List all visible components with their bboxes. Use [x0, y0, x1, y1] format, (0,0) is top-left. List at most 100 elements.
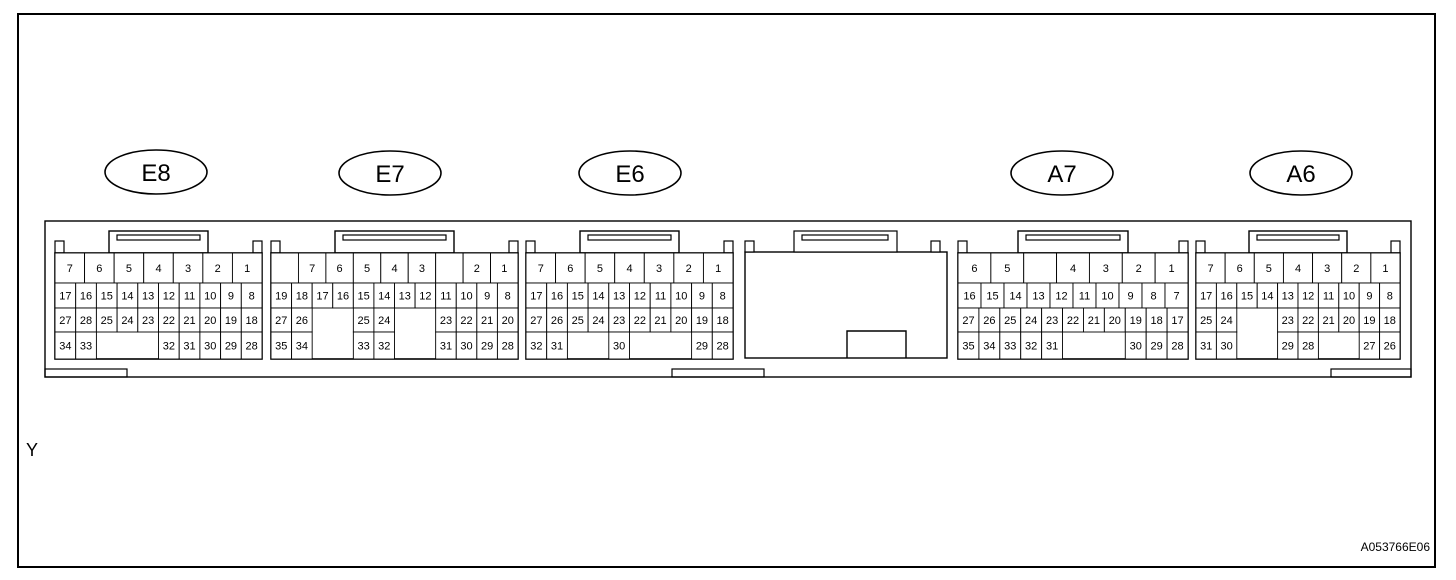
corner-tab-left: [525, 240, 536, 254]
pin-number: 1: [244, 263, 250, 275]
pin-number: 30: [613, 341, 625, 353]
pin-number: 10: [204, 291, 216, 303]
pin-number: 30: [204, 341, 216, 353]
empty-cavity: [435, 252, 464, 284]
pin-number: 15: [572, 291, 584, 303]
label-oval: [338, 150, 442, 196]
pin-number: 22: [1302, 315, 1314, 327]
pin-cell: [643, 252, 675, 284]
pin-number: 19: [1363, 315, 1375, 327]
pin-number: 1: [715, 263, 721, 275]
pin-cell: [373, 331, 395, 360]
pin-number: 8: [1387, 291, 1393, 303]
pin-number: 25: [358, 315, 370, 327]
corner-tab-right: [723, 240, 734, 254]
pin-number: 23: [1046, 315, 1058, 327]
pin-cell: [231, 252, 263, 284]
pin-number: 8: [249, 291, 255, 303]
pin-number: 7: [67, 263, 73, 275]
pin-number: 12: [419, 291, 431, 303]
pin-number: 22: [163, 315, 175, 327]
pin-number: 1: [1169, 263, 1175, 275]
empty-cavity: [270, 252, 299, 284]
connector-label-a7: A7: [1010, 150, 1114, 196]
corner-tab-left: [270, 240, 281, 254]
pin-number: 18: [246, 315, 258, 327]
latch: [579, 230, 680, 254]
label-oval: [104, 149, 208, 195]
pin-number: 26: [1384, 341, 1396, 353]
pin-cell: [1379, 331, 1401, 360]
pin-cell: [240, 331, 263, 360]
pin-number: 27: [59, 315, 71, 327]
pin-number: 15: [1241, 291, 1253, 303]
pin-number: 4: [155, 263, 161, 275]
pin-number: 29: [225, 341, 237, 353]
pin-cell: [608, 331, 630, 360]
pin-number: 31: [183, 341, 195, 353]
pin-number: 3: [419, 263, 425, 275]
pin-number: 6: [567, 263, 573, 275]
pin-number: 24: [592, 315, 604, 327]
pin-cell: [1312, 252, 1343, 284]
pin-number: 4: [1295, 263, 1301, 275]
pin-number: 7: [1173, 291, 1179, 303]
pin-number: 21: [1322, 315, 1334, 327]
pin-number: 9: [1366, 291, 1372, 303]
pin-cell: [1297, 331, 1319, 360]
pin-number: 19: [696, 315, 708, 327]
pin-number: 22: [460, 315, 472, 327]
pin-number: 28: [1171, 341, 1183, 353]
pin-number: 35: [275, 341, 287, 353]
pin-number: 11: [655, 291, 666, 303]
connector-id: E7: [375, 161, 404, 188]
pin-cell: [1166, 331, 1189, 360]
pin-number: 25: [1004, 315, 1016, 327]
pin-number: 6: [337, 263, 343, 275]
pin-number: 13: [1032, 291, 1044, 303]
pin-number: 21: [481, 315, 493, 327]
pin-number: 19: [275, 291, 287, 303]
pin-number: 4: [1070, 263, 1076, 275]
connector-id: E6: [615, 161, 644, 188]
pin-number: 28: [80, 315, 92, 327]
pin-cell: [143, 252, 174, 284]
connector-body-outline: [44, 220, 1412, 378]
pin-number: 6: [96, 263, 102, 275]
pin-number: 17: [59, 291, 71, 303]
pin-number: 27: [1363, 341, 1375, 353]
latch-bar: [116, 234, 201, 241]
corner-tab-right: [1390, 240, 1401, 254]
pin-number: 29: [1282, 341, 1294, 353]
label-oval: [1249, 150, 1353, 196]
pin-number: 1: [1382, 263, 1388, 275]
pin-number: 18: [1384, 315, 1396, 327]
pin-cell: [1154, 252, 1189, 284]
latch-bar: [587, 234, 672, 241]
pin-number: 6: [971, 263, 977, 275]
corner-tab-left: [957, 240, 968, 254]
pin-number: 9: [699, 291, 705, 303]
pin-number: 23: [440, 315, 452, 327]
pin-number: 18: [1151, 315, 1163, 327]
pin-number: 32: [378, 341, 390, 353]
connector-label-e7: E7: [338, 150, 442, 196]
pin-number: 29: [481, 341, 493, 353]
pin-number: 5: [126, 263, 132, 275]
blank-connector-latch: [793, 230, 898, 253]
pin-number: 24: [121, 315, 133, 327]
housing-foot-center: [671, 368, 765, 378]
connector-id: E8: [141, 160, 170, 187]
pin-number: 8: [1150, 291, 1156, 303]
pin-number: 7: [309, 263, 315, 275]
pin-number: 17: [1171, 315, 1183, 327]
pin-cell: [202, 252, 233, 284]
pin-number: 20: [204, 315, 216, 327]
pin-number: 9: [228, 291, 234, 303]
pin-number: 2: [1353, 263, 1359, 275]
pin-cell: [546, 331, 568, 360]
pin-number: 10: [675, 291, 687, 303]
pin-number: 2: [1136, 263, 1142, 275]
